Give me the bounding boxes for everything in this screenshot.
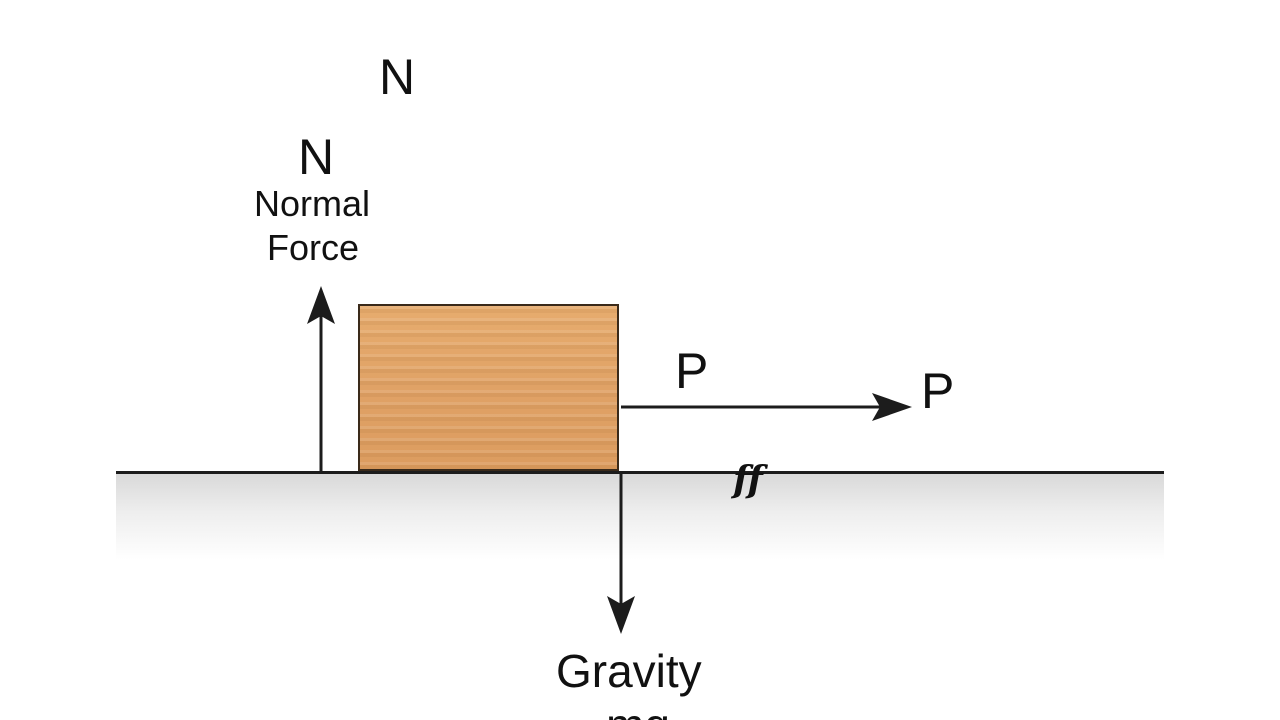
normal-symbol-top: N — [379, 49, 416, 105]
wooden-block — [358, 304, 619, 471]
ground-surface — [116, 474, 1164, 560]
friction-symbol: ff — [733, 459, 763, 501]
gravity-label: Gravity — [556, 645, 702, 697]
normal-force-arrow — [307, 286, 335, 471]
applied-force-arrow — [621, 393, 912, 421]
normal-label-line1: Normal — [254, 183, 371, 224]
gravity-symbol: mg — [606, 702, 670, 720]
push-symbol-left: P — [675, 343, 709, 399]
push-symbol-right: P — [921, 363, 955, 419]
gravity-arrow — [607, 474, 635, 634]
normal-label-line2: Force — [267, 227, 360, 268]
ground-line — [116, 471, 1164, 474]
normal-symbol: N — [298, 129, 335, 185]
